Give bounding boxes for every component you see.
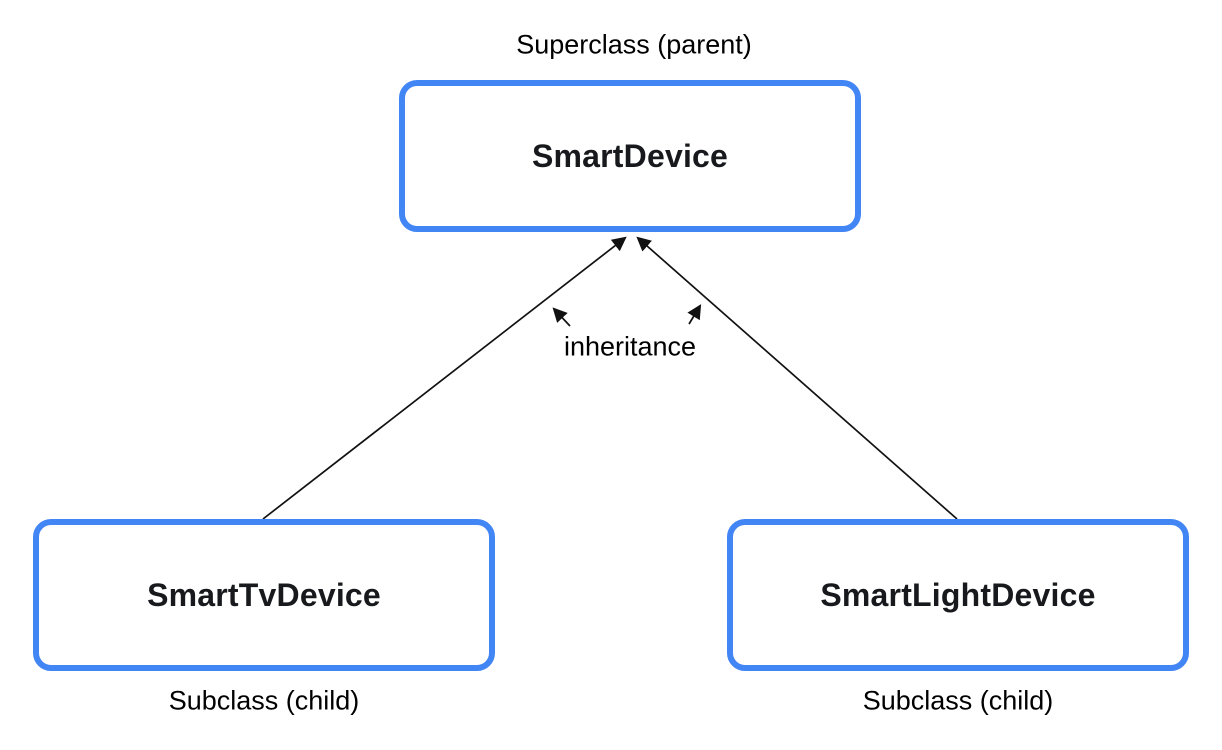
subclass-role-label-right: Subclass (child) bbox=[862, 685, 1054, 716]
inheritance-arrow-right bbox=[636, 236, 958, 520]
inheritance-callout-arrow-left bbox=[552, 307, 571, 327]
inheritance-label: inheritance bbox=[563, 331, 697, 362]
superclass-role-label: Superclass (parent) bbox=[516, 29, 752, 60]
class-name-smarttvdevice: SmartTvDevice bbox=[147, 576, 381, 613]
inheritance-arrow-left bbox=[262, 236, 627, 520]
class-name-smartdevice: SmartDevice bbox=[531, 137, 729, 174]
class-name-smartlightdevice: SmartLightDevice bbox=[820, 576, 1096, 613]
class-box-smarttvdevice: SmartTvDevice bbox=[33, 519, 495, 671]
class-box-smartlightdevice: SmartLightDevice bbox=[727, 519, 1189, 671]
class-box-smartdevice: SmartDevice bbox=[399, 80, 861, 232]
inheritance-callout-arrow-right bbox=[687, 304, 702, 325]
subclass-role-label-left: Subclass (child) bbox=[168, 685, 360, 716]
